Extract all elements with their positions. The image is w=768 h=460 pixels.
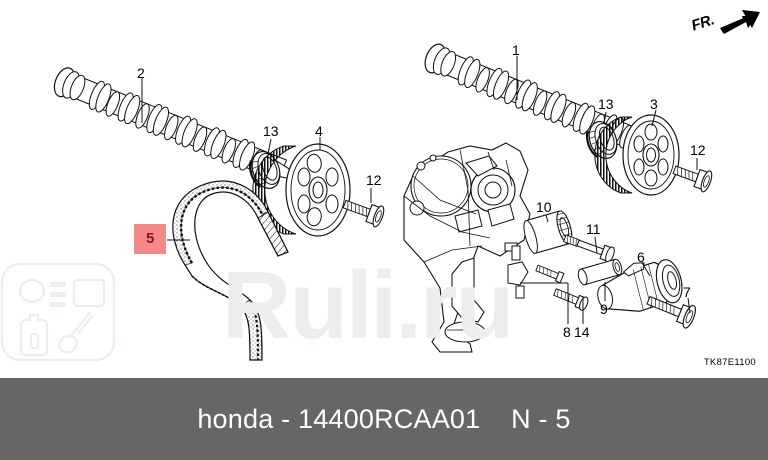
camshaft-pulley-right-drawing xyxy=(594,114,680,196)
callout-14: 14 xyxy=(574,324,590,340)
timing-belt-drawing xyxy=(172,180,289,361)
callout-10: 10 xyxy=(536,199,552,215)
flange-bolt-drawing xyxy=(553,288,589,311)
pulley-bolt-right-drawing xyxy=(672,165,713,193)
callout-12-left: 12 xyxy=(366,172,382,188)
engine-block-drawing xyxy=(403,142,531,353)
callout-4: 4 xyxy=(315,123,323,139)
idler-pulley-drawing xyxy=(523,210,573,254)
callout-7: 7 xyxy=(683,284,691,300)
oil-pump-bolt-drawing xyxy=(535,264,565,284)
footer-bar: honda - 14400RCAA01 N - 5 xyxy=(0,378,768,460)
callout-12-right: 12 xyxy=(690,142,706,158)
camshaft-pulley-left-drawing xyxy=(252,143,351,237)
callout-9: 9 xyxy=(600,301,608,317)
callout-13-left: 13 xyxy=(263,123,279,139)
technical-drawing xyxy=(53,43,713,361)
callout-11: 11 xyxy=(586,221,601,237)
drawing-code: TK87E1100 xyxy=(703,357,756,368)
pulley-bolt-left-drawing xyxy=(342,199,385,228)
camshaft-intake-drawing xyxy=(53,67,297,182)
callout-2: 2 xyxy=(137,65,145,81)
leader-lines xyxy=(141,56,698,324)
callout-13-right: 13 xyxy=(598,96,614,112)
tensioner-spacer-drawing xyxy=(577,258,623,286)
footer-part-label: honda - 14400RCAA01 N - 5 xyxy=(197,403,571,434)
callout-8: 8 xyxy=(563,324,571,340)
front-direction-marker: FR. xyxy=(689,8,762,40)
idler-pulley-bolt-drawing xyxy=(563,234,615,263)
diagram-canvas: Ruli.ru 1 2 3 4 5 6 7 8 9 10 11 12 12 13… xyxy=(0,8,762,368)
callout-1: 1 xyxy=(512,42,520,58)
tensioner-bolt-drawing xyxy=(646,295,696,329)
callout-6: 6 xyxy=(637,249,645,265)
callout-5-highlighted[interactable]: 5 xyxy=(134,224,167,254)
fr-arrow-icon xyxy=(720,10,760,34)
callout-3: 3 xyxy=(650,96,658,112)
